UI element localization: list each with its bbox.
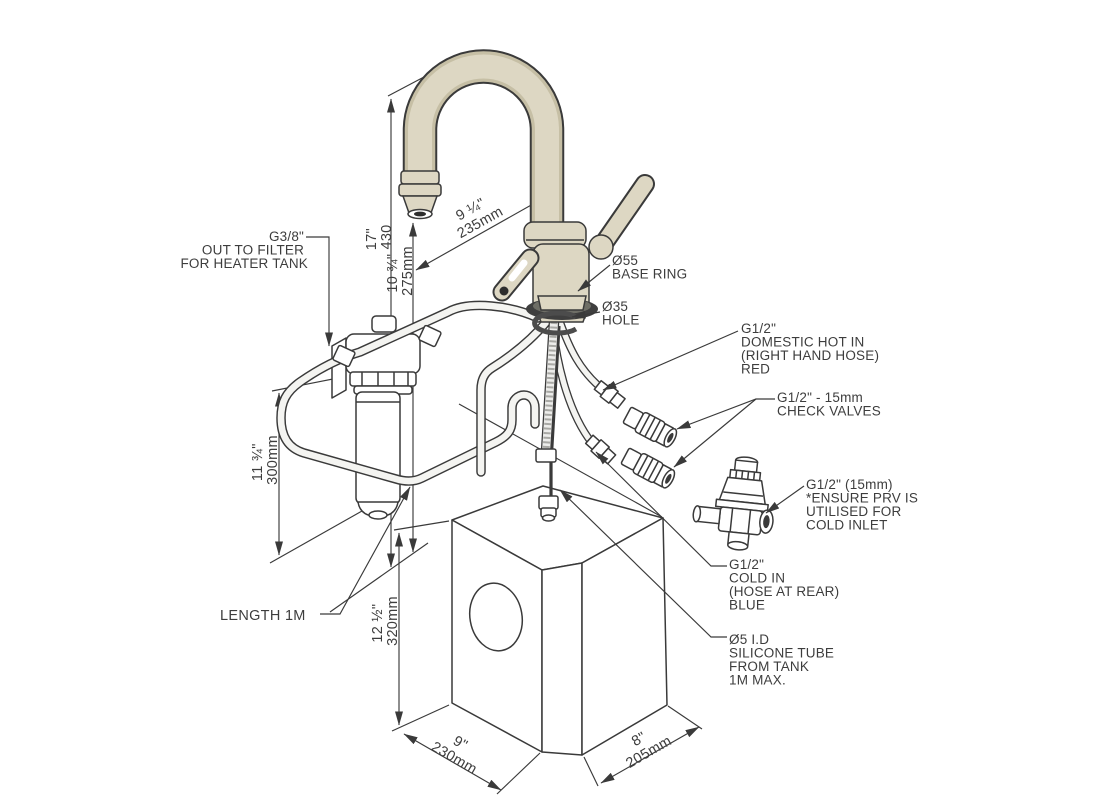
ext-tank-top	[393, 520, 450, 531]
label-prv: G1/2" (15mm) *ENSURE PRV IS UTILISED FOR…	[806, 477, 922, 533]
leader-prv	[765, 485, 805, 514]
filter-inlet-nut	[332, 344, 356, 368]
label-base-ring: Ø55 BASE RING	[612, 253, 687, 282]
leader-check-valve-2	[673, 398, 757, 468]
tank-inlet-fitting	[540, 507, 557, 522]
ext-filter-top	[271, 377, 339, 392]
dim-total-height: 17" 430	[364, 224, 395, 251]
front-handle-end	[499, 286, 509, 296]
ext-tank-front-left	[496, 752, 541, 795]
dim-spout-reach-line	[415, 194, 550, 271]
filter-head-ridge	[349, 371, 417, 387]
dim-filter-height: 11 ¾" 300mm	[250, 435, 281, 485]
prv-valve	[692, 456, 774, 551]
braided-hose-nut	[535, 448, 557, 463]
filter-top-port	[371, 315, 397, 333]
front-handle	[492, 248, 540, 302]
leader-hot-in	[602, 330, 739, 391]
label-hot-in: G1/2" DOMESTIC HOT IN (RIGHT HAND HOSE) …	[741, 321, 883, 377]
right-handle	[588, 174, 655, 260]
label-filter-out: G3/8" OUT TO FILTER FOR HEATER TANK	[180, 229, 308, 271]
dim-tank-depth-line	[600, 726, 700, 784]
faucet	[398, 67, 655, 336]
filter-head-ridge-lines	[361, 372, 409, 386]
hot-hose-fitting	[593, 379, 626, 409]
filter-cartridge	[355, 391, 401, 505]
leader-lines	[306, 236, 805, 638]
hoses	[281, 305, 626, 522]
deck-extension-line	[329, 542, 429, 613]
mounting-washer	[532, 310, 578, 336]
label-cold-in: G1/2" COLD IN (HOSE AT REAR) BLUE	[729, 557, 843, 613]
label-silicone: Ø5 I.D SILICONE TUBE FROM TANK 1M MAX.	[729, 632, 838, 688]
leader-hose-length	[320, 486, 411, 615]
ext-tank-right	[667, 705, 703, 730]
filter-assembly	[331, 333, 421, 520]
dim-spout-reach: 9 ¼" 235mm	[447, 190, 506, 242]
tank-front-chamfer	[541, 562, 583, 756]
dim-tank-width: 9" 230mm	[428, 725, 487, 778]
check-valve-1	[622, 406, 678, 448]
ext-tank-corner	[458, 403, 663, 518]
ext-tank-bottom	[391, 704, 450, 732]
heater-tank	[451, 485, 668, 756]
tank-right-face	[581, 517, 668, 756]
spout-outlet	[414, 211, 426, 217]
ext-tank-front-right	[583, 756, 599, 787]
ext-filter-bottom	[269, 510, 363, 564]
filter-cartridge-nub	[368, 510, 388, 520]
tank-hole	[468, 582, 524, 652]
leader-silicone	[559, 489, 727, 638]
dim-tank-width-line	[403, 733, 502, 791]
tube-union-nut	[538, 495, 559, 510]
check-valve-2	[620, 447, 676, 489]
leader-base-ring	[577, 264, 611, 292]
leader-filter-out	[306, 236, 333, 347]
aerator	[398, 170, 442, 220]
leader-cold-in	[595, 451, 727, 567]
label-deck-hole: Ø35 HOLE	[602, 299, 640, 328]
cold-hose-fitting	[584, 434, 617, 465]
label-check-valves: G1/2" - 15mm CHECK VALVES	[777, 390, 881, 419]
leader-deck-hole	[571, 310, 601, 319]
dim-tank-height: 12 ½" 320mm	[370, 596, 401, 646]
label-hose-length: LENGTH 1M	[220, 608, 306, 624]
dim-spout-height: 10 ¾" 275mm	[385, 246, 416, 296]
filter-outlet-nut	[418, 324, 442, 348]
